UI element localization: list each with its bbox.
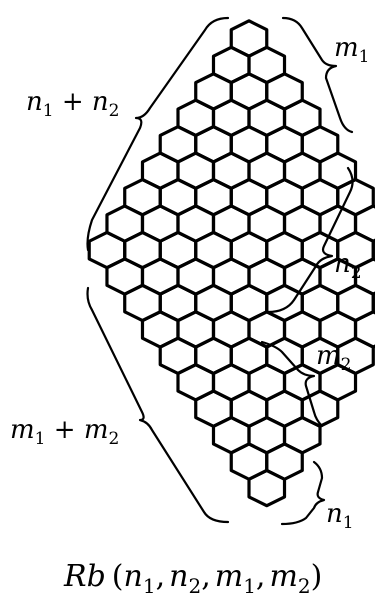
hexagon-cell: [247, 468, 287, 508]
caption-rb: Rb(n1,n2,m1,m2): [63, 559, 322, 597]
label-m1: m1: [334, 33, 369, 67]
label-m2: m2: [316, 341, 351, 375]
label-n2: n2: [334, 249, 362, 283]
brace-left-bottom: [86, 286, 230, 524]
brace-right-m1: [281, 16, 354, 134]
brace-left-top: [86, 16, 230, 252]
hexagon-lattice: [87, 19, 375, 508]
label-m1-plus-m2: m1 + m2: [10, 415, 119, 449]
brace-right-n1: [280, 460, 326, 526]
label-n1: n1: [326, 499, 354, 533]
hexagon-cell: [371, 238, 375, 262]
label-n1-plus-n2: n1 + n2: [26, 87, 119, 121]
brace-right-n2: [266, 166, 354, 314]
brace-right-m2: [260, 340, 324, 428]
hexagon-cell: [371, 291, 375, 315]
